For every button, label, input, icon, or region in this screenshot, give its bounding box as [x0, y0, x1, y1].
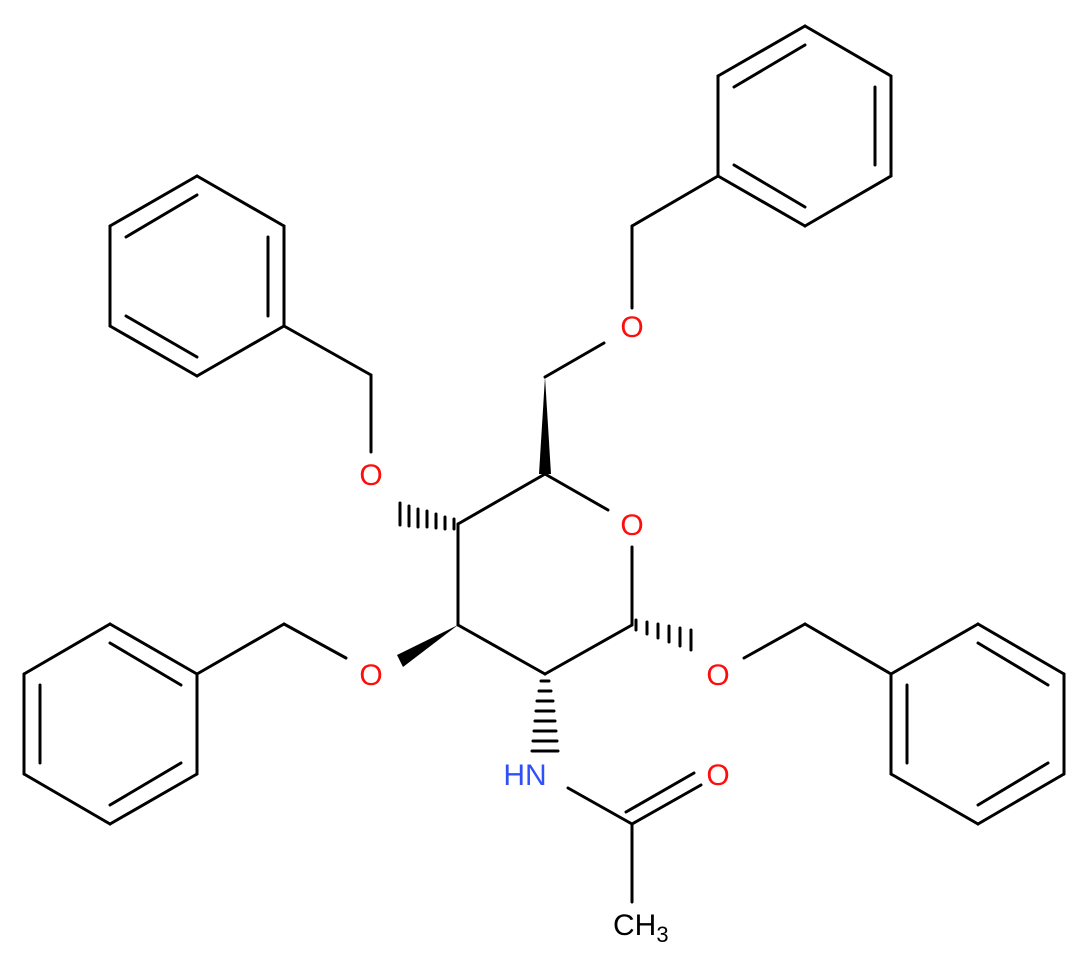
o6-oxygen-label: O	[620, 311, 643, 344]
phenyl-ring-bottom-left	[22, 622, 199, 826]
c1-benzyl-chain	[742, 622, 893, 676]
c3-o3-wedge	[397, 625, 458, 667]
ring-oxygen-label: O	[620, 509, 643, 542]
c5-c6-wedge	[539, 377, 551, 474]
c6-benzyl-chain	[543, 174, 720, 379]
c2-n-hash	[530, 679, 560, 753]
phenyl-ring-top-left	[108, 174, 286, 378]
methyl-ch: CH	[613, 909, 656, 942]
phenyl-ring-bottom-right	[889, 622, 1066, 826]
o1-oxygen-label: O	[706, 659, 729, 692]
o4-oxygen-label: O	[359, 459, 382, 492]
pyranose-ring	[456, 472, 634, 676]
methyl-subscript: 3	[656, 922, 668, 947]
o3-oxygen-label: O	[359, 659, 382, 692]
phenyl-ring-top-right	[716, 24, 893, 228]
c3-benzyl-chain	[195, 622, 348, 676]
c4-benzyl-chain	[282, 324, 373, 454]
methyl-label: CH3	[613, 909, 669, 947]
c1-o1-hash	[634, 618, 693, 652]
c4-o4-hash	[398, 501, 456, 531]
acetamide-group	[566, 771, 703, 904]
nh-label: HN	[503, 759, 546, 792]
carbonyl-oxygen-label: O	[706, 759, 729, 792]
